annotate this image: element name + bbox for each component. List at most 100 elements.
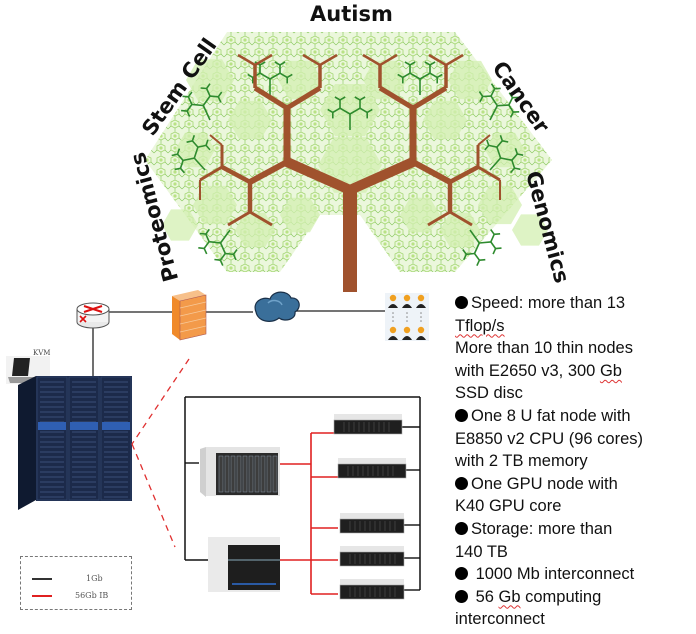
- green-branch: [179, 167, 186, 174]
- green-branch: [205, 144, 211, 151]
- ellipsis-dot: [406, 320, 408, 322]
- server-front: [333, 419, 403, 435]
- green-branch: [436, 73, 443, 79]
- green-branch: [490, 95, 498, 107]
- cloud-icon: [254, 291, 300, 322]
- green-branch: [397, 73, 404, 79]
- green-branch: [514, 148, 519, 155]
- green-branch: [511, 153, 518, 161]
- spec-line: 56 Gb computing: [455, 586, 695, 609]
- green-branch: [171, 153, 178, 157]
- gpu-node-server: [208, 537, 280, 592]
- spec-text: Gb: [498, 587, 521, 606]
- bullet-icon: [455, 567, 468, 581]
- green-branch: [214, 258, 221, 261]
- green-branch: [339, 96, 346, 101]
- green-branch: [488, 144, 498, 148]
- user-head: [389, 294, 397, 302]
- spec-line: Tflop/s: [455, 315, 695, 338]
- green-branch: [404, 61, 411, 66]
- ellipsis-dot: [392, 320, 394, 322]
- green-branch: [232, 253, 237, 261]
- server-front: [339, 518, 405, 534]
- user-head: [417, 326, 425, 334]
- trunk-branch: [411, 159, 452, 185]
- spec-line: K40 GPU core: [455, 495, 695, 518]
- firewall-icon: [172, 290, 207, 341]
- green-branch: [492, 248, 497, 255]
- bullet-icon: [455, 476, 468, 490]
- green-branch: [479, 258, 486, 261]
- trunk-branch: [411, 85, 448, 111]
- leaf-cluster: [363, 60, 407, 100]
- user-head: [403, 326, 411, 334]
- hpc-cluster-rack: [18, 376, 132, 510]
- ellipsis-dot: [420, 320, 422, 322]
- spec-text: Tflop/s: [455, 316, 505, 335]
- green-branch: [205, 233, 210, 243]
- leaf-cluster: [440, 212, 480, 248]
- blade-slot: [224, 455, 230, 493]
- green-branch: [409, 61, 416, 66]
- spec-line: Storage: more than: [455, 518, 695, 541]
- user-body: [402, 336, 412, 340]
- label-autism: Autism: [310, 2, 393, 26]
- server-top: [340, 579, 404, 585]
- zoom-callout-lines: [131, 358, 190, 548]
- green-branch: [274, 61, 281, 66]
- green-branch: [217, 91, 223, 98]
- blade-slot: [254, 455, 260, 493]
- rack-badge: [38, 422, 66, 430]
- spec-text: Gb: [599, 361, 622, 380]
- spec-text: One GPU node with: [471, 474, 618, 493]
- trunk-branch: [220, 165, 252, 184]
- green-branch: [366, 108, 373, 114]
- trunk-branch: [302, 53, 321, 67]
- green-branch: [429, 61, 436, 66]
- eth-links: [185, 426, 420, 591]
- green-branch: [332, 107, 341, 114]
- leaf-cluster: [280, 197, 320, 233]
- green-branch: [205, 228, 210, 235]
- green-branch: [478, 91, 484, 97]
- ellipsis-dot: [392, 312, 394, 314]
- green-branch: [349, 107, 361, 115]
- green-branch: [202, 95, 211, 106]
- spec-text: Storage: more than: [471, 519, 613, 538]
- bullet-icon: [455, 296, 468, 309]
- server-front: [337, 463, 407, 479]
- trunk-branch: [448, 165, 480, 184]
- trunk-branch: [227, 210, 251, 227]
- trunk-branch: [237, 53, 256, 67]
- blade-slot: [248, 455, 254, 493]
- spec-text: computing: [520, 587, 602, 606]
- server-top: [338, 458, 406, 464]
- trunk-branch: [284, 157, 353, 195]
- green-branch: [279, 72, 288, 79]
- research-tree-graphic: [145, 32, 552, 292]
- green-branch: [202, 105, 211, 121]
- trunk-branch: [379, 53, 398, 67]
- green-branch: [489, 157, 502, 171]
- spec-text: 140 TB: [455, 542, 508, 561]
- user-head: [417, 294, 425, 302]
- green-branch: [469, 229, 480, 244]
- green-branch: [509, 111, 515, 118]
- green-branch: [200, 87, 207, 90]
- trunk-branch: [378, 85, 415, 111]
- green-branch: [225, 252, 234, 256]
- spec-text: SSD disc: [455, 384, 523, 403]
- server-top: [340, 513, 404, 519]
- green-branch: [176, 148, 181, 155]
- green-branch: [476, 259, 481, 267]
- green-branch: [209, 240, 221, 244]
- green-branch: [187, 96, 193, 105]
- server-front: [339, 551, 405, 567]
- green-branch: [490, 83, 496, 90]
- leaf-cluster: [186, 59, 234, 101]
- trunk-branch: [248, 159, 289, 185]
- green-branch: [193, 146, 199, 159]
- leaf-cluster: [485, 132, 525, 168]
- leaf-cluster: [512, 214, 548, 246]
- green-branch: [486, 139, 490, 146]
